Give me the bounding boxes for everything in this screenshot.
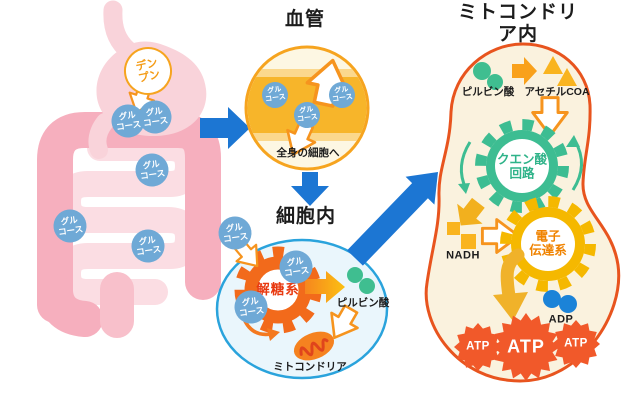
adp-dot bbox=[543, 290, 561, 308]
pyruvate-dot bbox=[473, 62, 491, 80]
electron-transport-gear-label: 電子 伝達系 bbox=[529, 229, 567, 258]
etc-to-atp-arrowhead bbox=[493, 292, 528, 321]
atp-burst-label: ATP bbox=[466, 340, 490, 353]
glycolysis-output-arrow bbox=[305, 271, 345, 303]
mitochondrion-cristae bbox=[299, 338, 329, 357]
vessel-wall-top bbox=[247, 69, 367, 77]
arrow-intestine-to-vessel bbox=[200, 107, 250, 149]
adp-dot bbox=[559, 295, 577, 313]
vessel-caption: 全身の細胞へ bbox=[276, 146, 340, 159]
arrow-cell-to-mitochondria bbox=[347, 172, 438, 266]
citric-rotation-arrowhead-left bbox=[458, 183, 470, 194]
atp-burst-label-large: ATP bbox=[507, 336, 545, 357]
atp-burst bbox=[454, 323, 502, 371]
nadh-square bbox=[461, 234, 476, 249]
pyruvate-label-cell: ピルビン酸 bbox=[336, 296, 390, 309]
cell-title: 細胞内 bbox=[275, 206, 337, 228]
nadh-label: NADH bbox=[446, 249, 480, 262]
sigmoid-colon bbox=[37, 274, 103, 337]
acetyl-coa-triangle bbox=[557, 68, 577, 86]
atp-burst-large bbox=[492, 313, 560, 381]
etc-gear-hub bbox=[521, 217, 575, 271]
pyruvate-dot bbox=[487, 74, 503, 90]
nadh-square bbox=[447, 222, 460, 235]
mitochondria-title: ミトコンドリア内 bbox=[457, 2, 578, 45]
etc-to-atp-arrow-shaft bbox=[500, 248, 525, 303]
etc-gear-teeth bbox=[500, 196, 596, 292]
citric-cycle-gear-label: クエン酸 回路 bbox=[496, 152, 548, 181]
citric-rotation-arrowhead-right bbox=[566, 135, 580, 147]
adp-label: ADP bbox=[548, 313, 574, 326]
acetyl-coa-triangle bbox=[543, 56, 563, 74]
vessel-title: 血管 bbox=[284, 9, 326, 31]
citric-gear-hub bbox=[495, 139, 549, 193]
citric-gear-teeth bbox=[475, 119, 569, 213]
mitochondrion-icon bbox=[293, 331, 335, 361]
pyruvate-dot bbox=[347, 267, 363, 283]
glycolysis-gear-label: 解糖系 bbox=[256, 282, 300, 298]
digestive-tract bbox=[37, 0, 221, 338]
rectum bbox=[100, 272, 134, 338]
atp-burst bbox=[552, 320, 600, 368]
small-intestine bbox=[55, 135, 201, 305]
mitochondria-panel bbox=[424, 42, 621, 383]
acetyl-coa-label: アセチルCOA bbox=[524, 85, 590, 98]
mitochondrion-caption: ミトコンドリア bbox=[273, 360, 347, 373]
pyruvate-label-mito: ピルビン酸 bbox=[461, 85, 515, 98]
pyruvate-dot bbox=[359, 278, 375, 294]
duodenum bbox=[88, 113, 114, 159]
glycolysis-rotation-arrowhead bbox=[267, 328, 280, 341]
atp-burst-label: ATP bbox=[564, 337, 588, 350]
arrow-vessel-to-cell bbox=[291, 172, 329, 206]
